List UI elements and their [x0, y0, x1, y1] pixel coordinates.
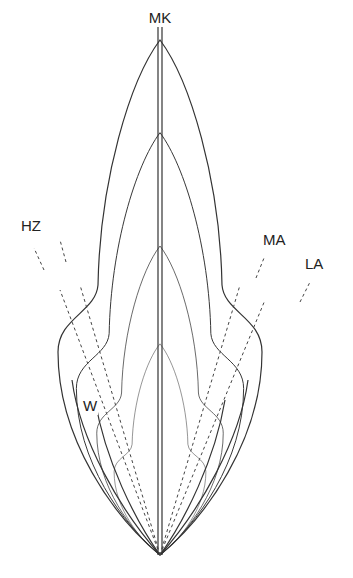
leaf-outline [114, 344, 206, 555]
part-label: W [82, 398, 98, 415]
leader-tick [60, 240, 66, 262]
zone-line [80, 285, 160, 555]
part-label: LA [304, 256, 324, 273]
leaf-outline [58, 40, 262, 555]
midrib [161, 20, 162, 555]
zone-line [160, 285, 240, 555]
zone-line [160, 300, 265, 555]
leader-tick [256, 258, 264, 278]
part-label: MA [262, 232, 287, 249]
leaf-outline [76, 133, 243, 555]
leader-tick [34, 248, 44, 270]
wall-curve [72, 380, 160, 555]
midrib [157, 20, 158, 555]
wall-curve [160, 380, 248, 555]
zone-line [60, 290, 160, 555]
wall-curve [95, 400, 160, 555]
part-label: MK [148, 10, 173, 27]
leaf-outline [97, 246, 223, 555]
part-label: HZ [20, 218, 42, 235]
leader-tick [300, 282, 310, 302]
